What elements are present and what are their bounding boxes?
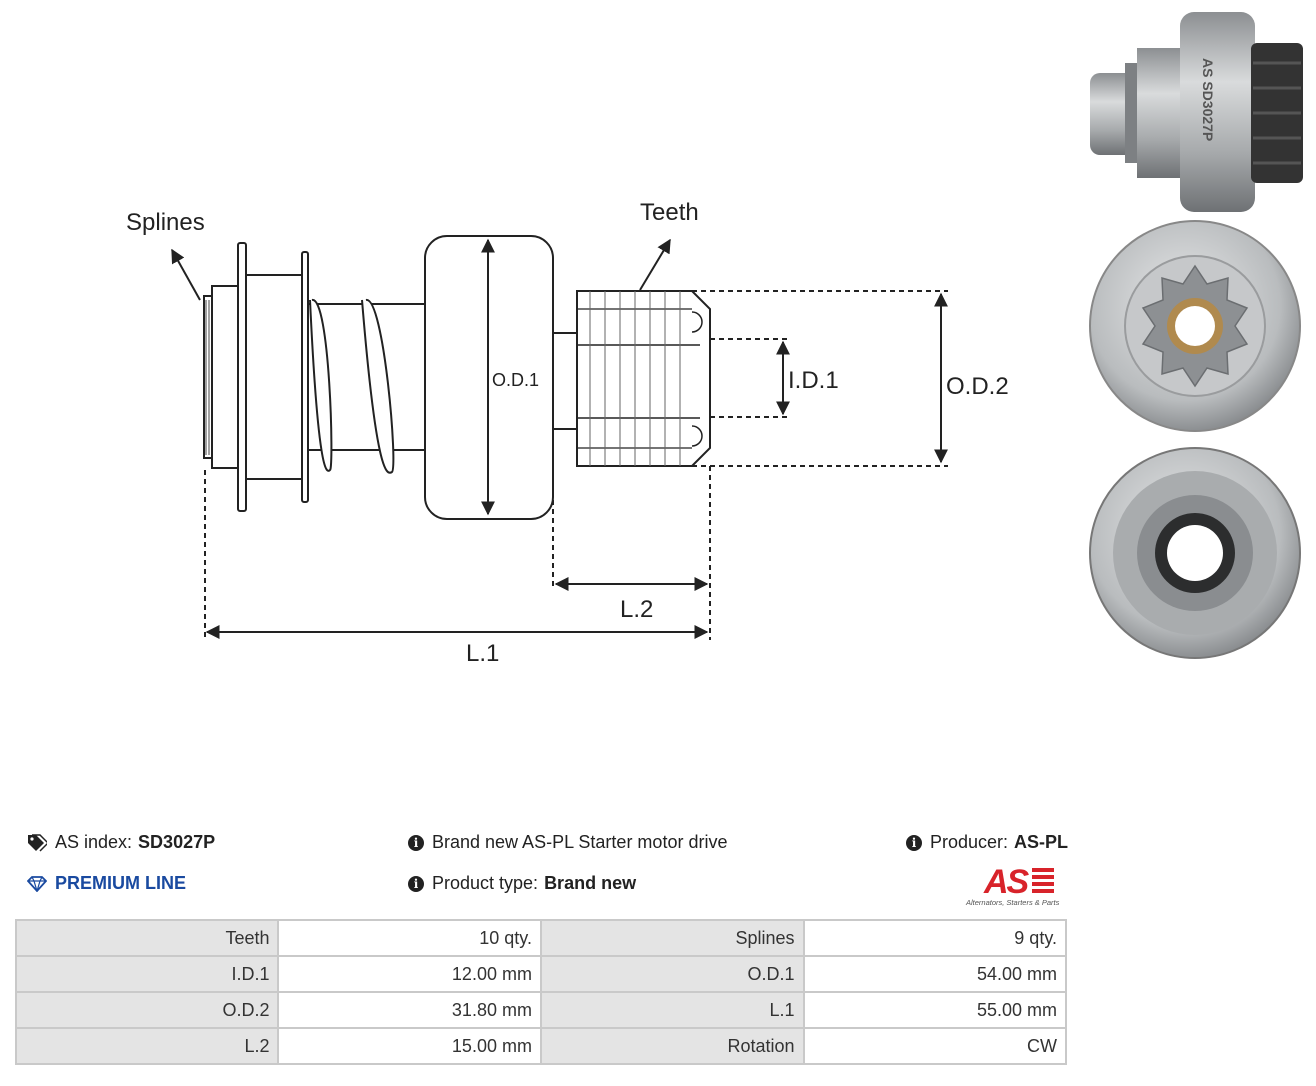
info-icon: i bbox=[906, 834, 922, 851]
pinion-neck bbox=[552, 332, 578, 430]
id1-label: I.D.1 bbox=[788, 367, 839, 394]
logo-tagline: Alternators, Starters & Parts bbox=[965, 898, 1060, 907]
spec-key: Teeth bbox=[14, 919, 280, 957]
product-photos: AS SD3027P bbox=[1089, 12, 1303, 659]
as-index-value: SD3027P bbox=[138, 832, 216, 852]
table-row: O.D.2 31.80 mm L.1 55.00 mm bbox=[14, 991, 1067, 1029]
table-row: L.2 15.00 mm Rotation CW bbox=[14, 1027, 1067, 1065]
producer-value: AS-PL bbox=[1014, 832, 1069, 852]
splines-leader bbox=[171, 248, 201, 301]
spec-key: Rotation bbox=[539, 1027, 805, 1065]
front-flange bbox=[237, 242, 247, 512]
tag-icon bbox=[28, 833, 47, 852]
photo-rear-view bbox=[1089, 447, 1301, 659]
od1-label: O.D.1 bbox=[492, 370, 539, 390]
spec-value: 10 qty. bbox=[277, 919, 542, 957]
producer: i Producer: AS-PL bbox=[906, 832, 1068, 853]
spring-coil bbox=[309, 299, 333, 472]
diamond-icon bbox=[27, 875, 47, 892]
l1-label: L.1 bbox=[466, 640, 499, 667]
product-type: i Product type: Brand new bbox=[408, 873, 636, 894]
spec-value: 9 qty. bbox=[802, 919, 1067, 957]
spec-value: 55.00 mm bbox=[802, 991, 1067, 1029]
spec-key: L.1 bbox=[539, 991, 805, 1029]
table-row: I.D.1 12.00 mm O.D.1 54.00 mm bbox=[14, 955, 1067, 993]
premium-line-label: PREMIUM LINE bbox=[55, 873, 187, 893]
info-icon: i bbox=[408, 875, 424, 892]
specs-table: Teeth 10 qty. Splines 9 qty. I.D.1 12.00… bbox=[14, 919, 1067, 1065]
product-description: i Brand new AS-PL Starter motor drive bbox=[408, 832, 727, 853]
spec-key: Splines bbox=[539, 919, 805, 957]
product-type-label: Product type: bbox=[432, 873, 539, 893]
od2-label: O.D.2 bbox=[946, 373, 1009, 400]
info-icon: i bbox=[408, 834, 424, 851]
spline-hub bbox=[203, 295, 213, 459]
part-number-marking: AS SD3027P bbox=[1200, 58, 1216, 141]
svg-text:AS: AS bbox=[983, 863, 1030, 901]
technical-drawing: Splines Teeth O.D.1 I.D.1 O.D.2 L.2 L.1 bbox=[126, 199, 1009, 667]
product-type-value: Brand new bbox=[544, 873, 637, 893]
teeth-leader bbox=[639, 238, 671, 291]
as-index: AS index: SD3027P bbox=[27, 832, 215, 853]
spec-value: CW bbox=[802, 1027, 1067, 1065]
pinion-gear bbox=[576, 290, 711, 467]
spec-value: 12.00 mm bbox=[277, 955, 542, 993]
spec-value: 15.00 mm bbox=[277, 1027, 542, 1065]
table-row: Teeth 10 qty. Splines 9 qty. bbox=[14, 919, 1067, 957]
producer-label: Producer: bbox=[930, 832, 1009, 852]
splines-label: Splines bbox=[126, 209, 205, 236]
spec-key: I.D.1 bbox=[14, 955, 280, 993]
as-index-label: AS index: bbox=[55, 832, 133, 852]
product-info: AS index: SD3027P PREMIUM LINE i Brand n… bbox=[0, 820, 1075, 915]
description-text: Brand new AS-PL Starter motor drive bbox=[432, 832, 728, 852]
spec-key: O.D.1 bbox=[539, 955, 805, 993]
teeth-label: Teeth bbox=[640, 199, 699, 226]
spec-key: L.2 bbox=[14, 1027, 280, 1065]
spec-value: 54.00 mm bbox=[802, 955, 1067, 993]
spec-key: O.D.2 bbox=[14, 991, 280, 1029]
premium-line-badge: PREMIUM LINE bbox=[27, 873, 186, 894]
spec-value: 31.80 mm bbox=[277, 991, 542, 1029]
l2-label: L.2 bbox=[620, 596, 653, 623]
as-logo: AS Alternators, Starters & Parts bbox=[965, 863, 1060, 907]
photo-side-view: AS SD3027P bbox=[1090, 12, 1303, 212]
photo-front-view bbox=[1089, 220, 1301, 432]
